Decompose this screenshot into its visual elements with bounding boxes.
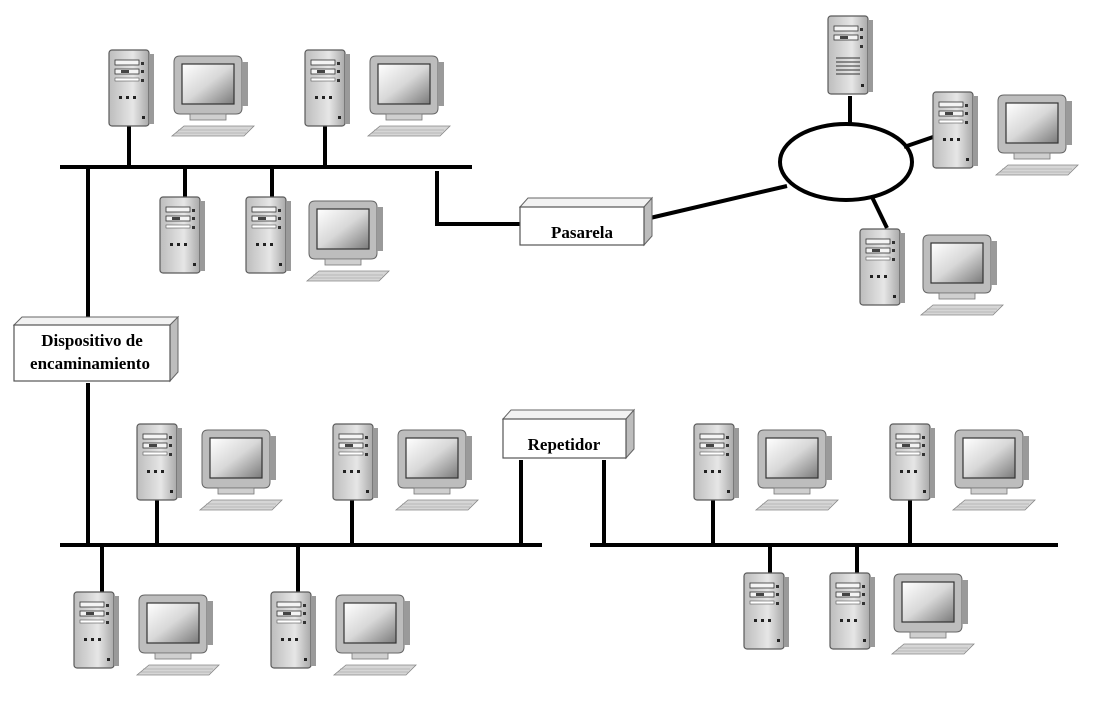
workstation: [73, 591, 220, 676]
network-cables: [60, 96, 1058, 592]
gateway-device: Pasarela: [518, 196, 654, 247]
repeater-device: Repetidor: [501, 408, 636, 460]
monitor-icon: [306, 200, 390, 282]
tower-pc-icon: [159, 196, 206, 274]
tower-pc-icon: [743, 572, 790, 650]
tower-pc-icon: [136, 423, 183, 501]
workstation: [332, 423, 479, 511]
tower-pc-icon: [332, 423, 379, 501]
workstation: [245, 196, 390, 282]
server-icon: [827, 15, 874, 95]
workstation: [932, 91, 1079, 176]
tower-pc-icon: [859, 228, 906, 306]
repeater-label: Repetidor: [528, 435, 601, 454]
monitor-icon: [333, 594, 417, 676]
tower-pc-icon: [932, 91, 979, 169]
gateway-label: Pasarela: [551, 223, 614, 242]
tower-pc-icon: [889, 423, 936, 501]
router-device: Dispositivo de encaminamiento: [12, 315, 180, 383]
workstation: [304, 49, 451, 137]
monitor-icon: [136, 594, 220, 676]
monitor-icon: [171, 55, 255, 137]
workstation: [829, 572, 975, 655]
ring-network: [778, 122, 914, 202]
router-label-line2: encaminamiento: [30, 354, 150, 373]
workstation: [108, 49, 255, 137]
workstation: [889, 423, 1036, 511]
router-label-line1: Dispositivo de: [41, 331, 143, 350]
tower-pc-icon: [270, 591, 317, 669]
workstation: [859, 228, 1004, 316]
workstation: [270, 591, 417, 676]
monitor-icon: [995, 94, 1079, 176]
tower-pc-icon: [73, 591, 120, 669]
monitor-icon: [952, 429, 1036, 511]
workstation: [693, 423, 839, 511]
gateway-link: [435, 171, 520, 226]
monitor-icon: [367, 55, 451, 137]
tower-pc-icon: [693, 423, 740, 501]
monitor-icon: [755, 429, 839, 511]
workstation: [136, 423, 283, 511]
monitor-icon: [891, 573, 975, 655]
tower-pc-icon: [304, 49, 351, 127]
monitor-icon: [199, 429, 283, 511]
tower-pc-icon: [829, 572, 876, 650]
tower-pc-icon: [245, 196, 292, 274]
monitor-icon: [920, 234, 1004, 316]
monitor-icon: [395, 429, 479, 511]
tower-pc-icon: [108, 49, 155, 127]
gateway-to-ring-link: [649, 184, 788, 220]
